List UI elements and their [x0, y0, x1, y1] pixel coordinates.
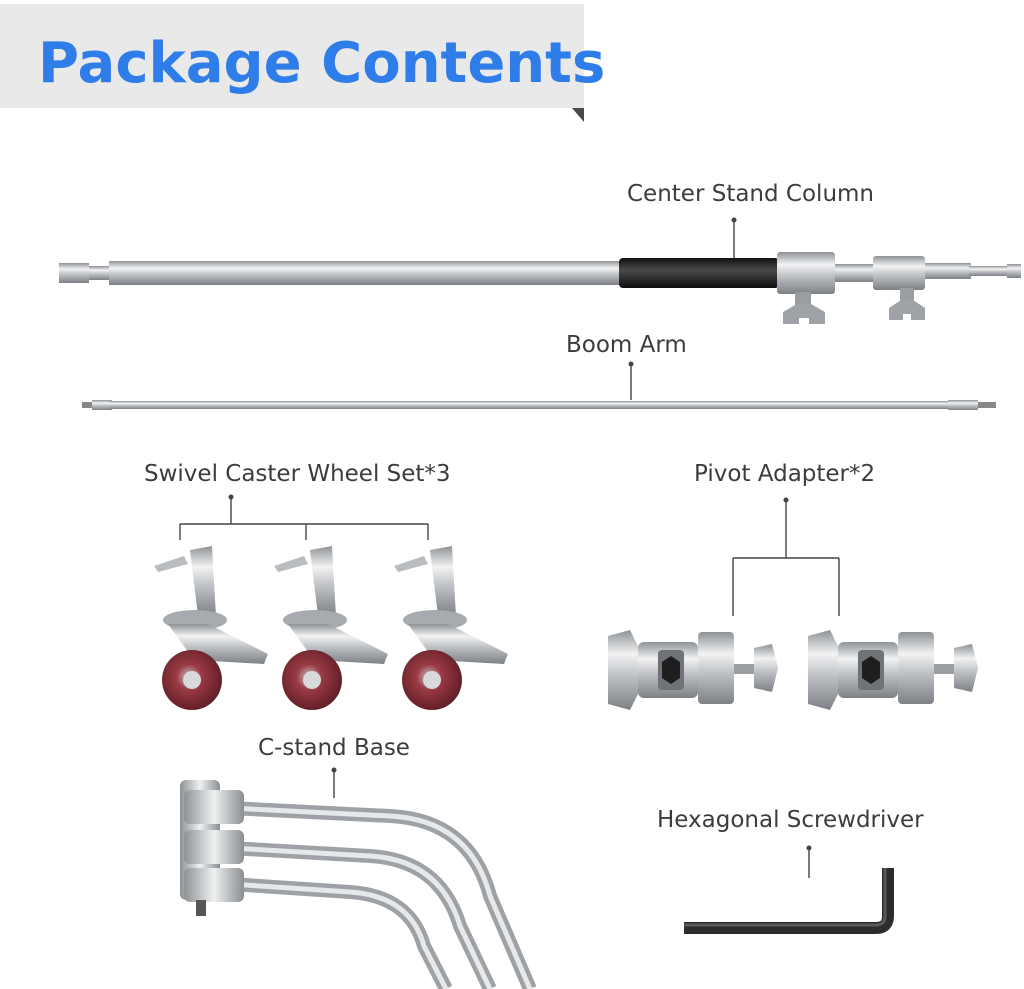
label-c-stand-base: C-stand Base — [258, 735, 410, 761]
label-hex-screwdriver: Hexagonal Screwdriver — [657, 807, 924, 833]
label-pivot-adapter: Pivot Adapter*2 — [694, 461, 876, 487]
c-stand-base-image — [180, 780, 537, 989]
label-caster-wheel-set: Swivel Caster Wheel Set*3 — [144, 461, 451, 487]
banner-corner-fold — [572, 108, 584, 122]
caster-wheel-1 — [154, 546, 268, 710]
caster-wheel-2 — [274, 546, 388, 710]
page-title: Package Contents — [38, 31, 606, 96]
label-center-stand-column: Center Stand Column — [627, 181, 875, 207]
center-stand-column-image — [59, 252, 1021, 324]
pivot-adapter-image — [608, 630, 978, 710]
pivot-adapter-2 — [808, 630, 978, 710]
pivot-adapter-1 — [608, 630, 778, 710]
boom-arm-image — [82, 400, 996, 410]
title-banner: Package Contents — [0, 4, 605, 108]
label-boom-arm: Boom Arm — [566, 332, 687, 358]
hex-screwdriver-image — [684, 868, 894, 934]
caster-wheel-set-image — [154, 546, 508, 710]
caster-wheel-3 — [394, 546, 508, 710]
